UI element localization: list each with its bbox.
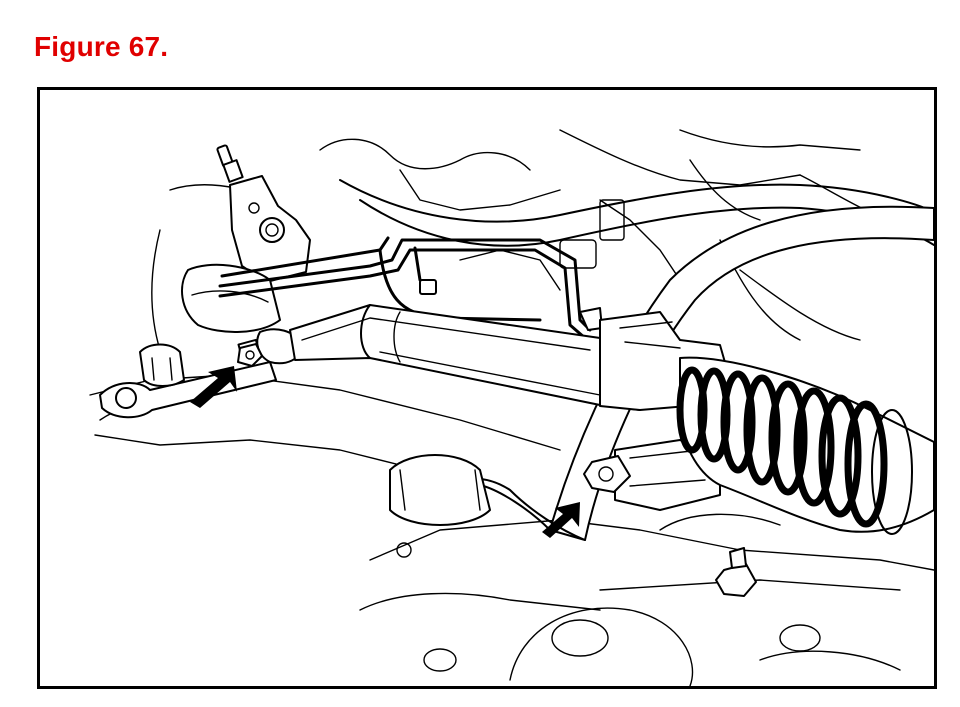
- subframe-outline: [89, 374, 934, 686]
- illustration-frame: [37, 87, 937, 689]
- bolt-arrow-left: [190, 366, 237, 408]
- engine-background: [151, 129, 891, 351]
- rack-boot-bellows: [676, 356, 934, 535]
- callout-arrows: [190, 366, 580, 538]
- figure-title: Figure 67.: [34, 31, 169, 62]
- mounting-bolts: [237, 343, 757, 597]
- steering-rack-drawing: [89, 129, 934, 686]
- rack-housing: [289, 304, 653, 411]
- bolt-arrow-right: [542, 502, 580, 538]
